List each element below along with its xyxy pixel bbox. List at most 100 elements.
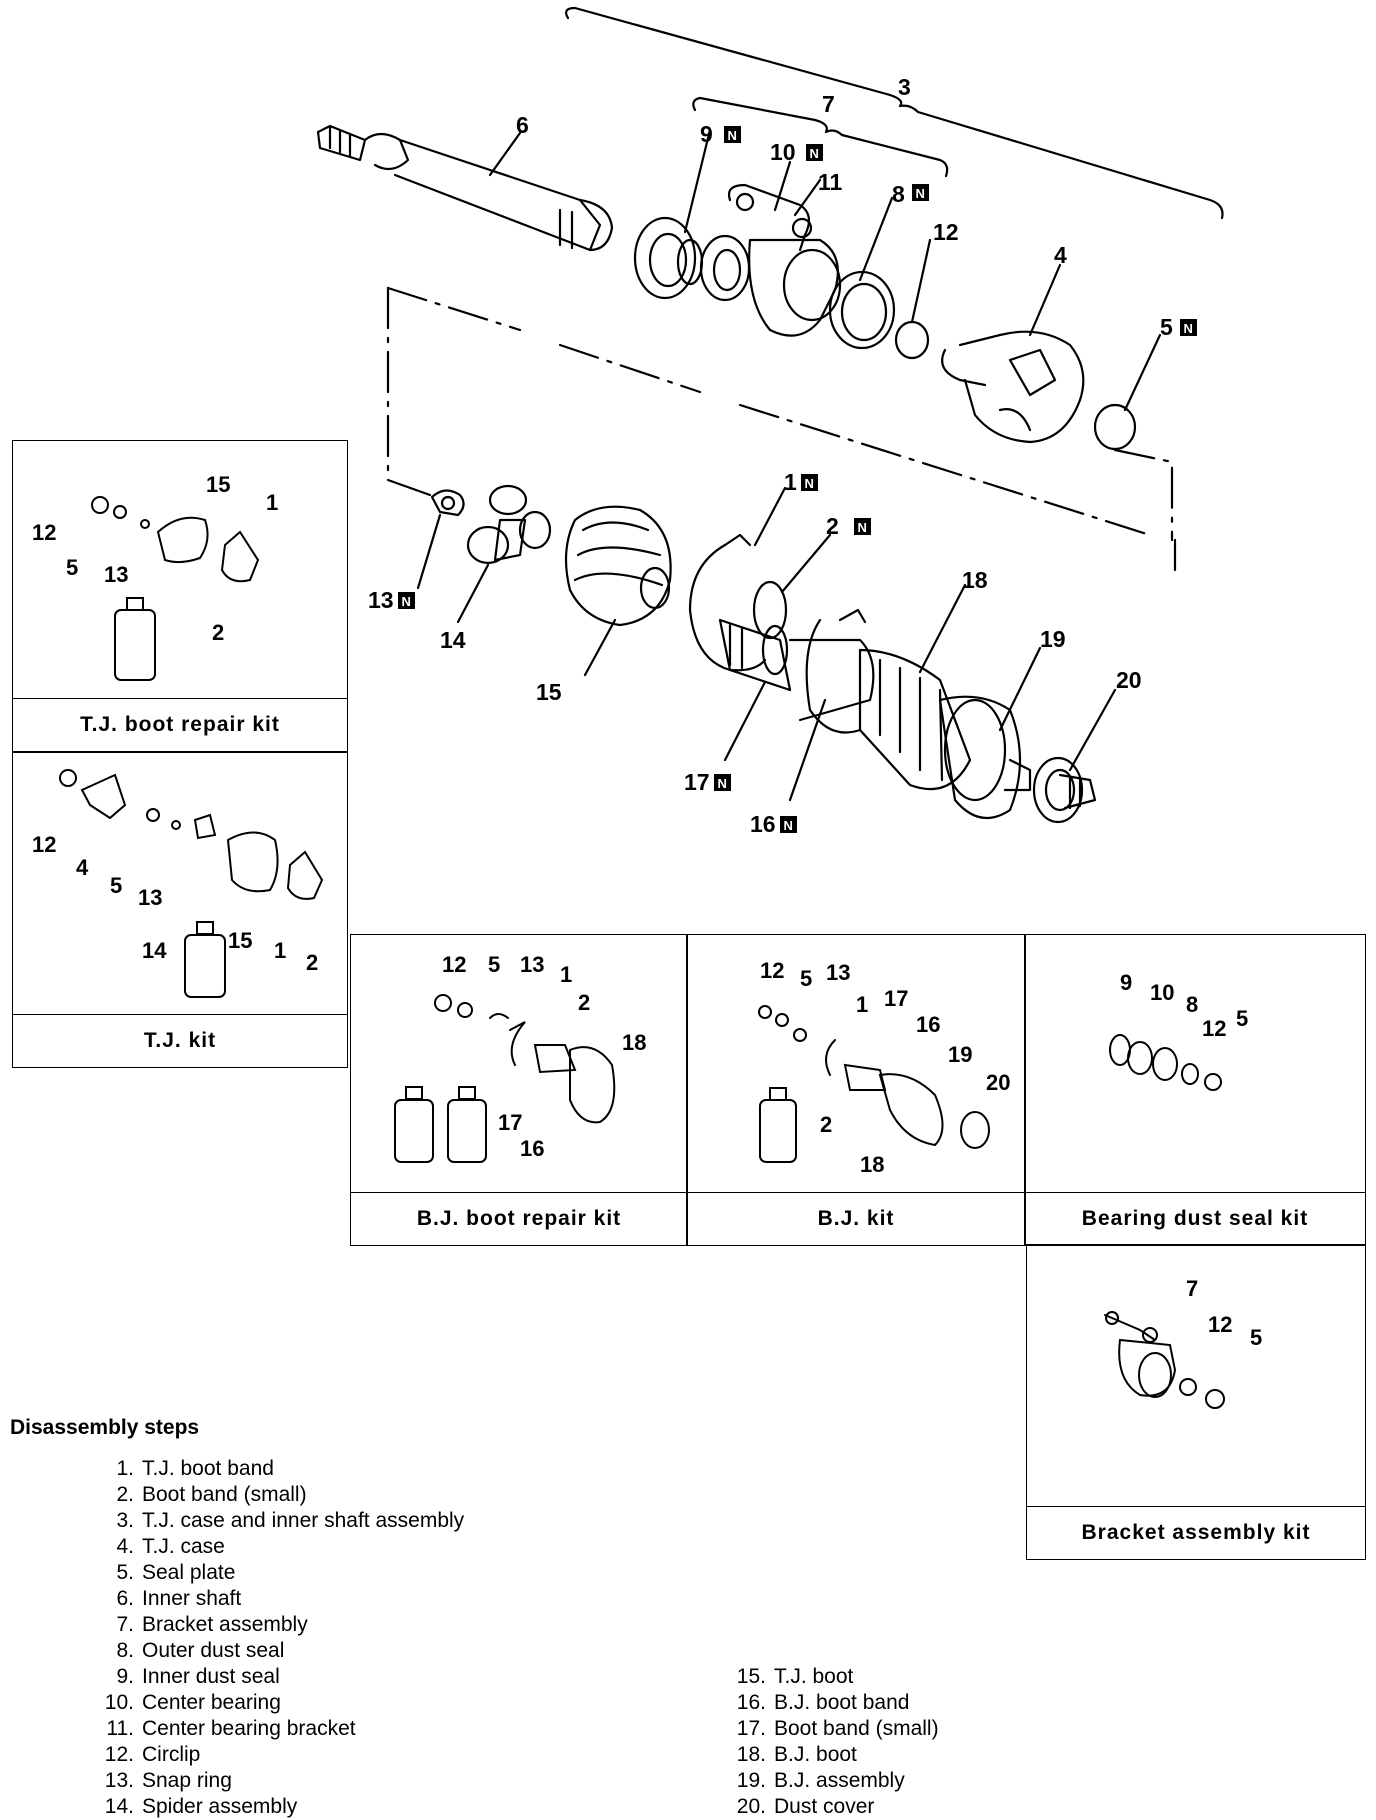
new-part-mark: N: [806, 144, 823, 161]
brace-7: [692, 96, 949, 178]
step-number: 16.: [736, 1691, 766, 1714]
svg-text:N: N: [810, 146, 819, 161]
disassembly-step: 6. Inner shaft: [90, 1586, 241, 1612]
callout-13: 13: [368, 587, 394, 613]
callout-19: 19: [1040, 626, 1066, 652]
callout-10: 10: [770, 139, 796, 165]
inner-dust-seal-9: [633, 216, 704, 300]
step-number: 11.: [106, 1717, 134, 1740]
disassembly-step: 17.Boot band (small): [722, 1716, 939, 1742]
new-part-mark: N: [912, 184, 929, 201]
center-bearing-10: [699, 234, 751, 302]
bj-boot-repair-kit-illustration: [394, 994, 616, 1163]
callout-4: 4: [1054, 242, 1067, 268]
step-number: 5.: [116, 1561, 134, 1584]
new-part-mark: N: [1180, 319, 1197, 336]
callout-8: 8: [892, 181, 905, 207]
step-text: Circlip: [142, 1743, 201, 1766]
step-number: 18.: [736, 1743, 766, 1766]
step-text: Spider assembly: [142, 1795, 298, 1818]
tj-boot-repair-kit-illustration: [91, 496, 260, 681]
new-part-mark: N: [801, 474, 818, 491]
svg-text:N: N: [402, 594, 411, 609]
disassembly-step: 12.Circlip: [90, 1742, 201, 1768]
svg-text:N: N: [805, 476, 814, 491]
step-text: T.J. boot band: [142, 1457, 274, 1480]
callout-7: 7: [822, 91, 835, 117]
step-text: B.J. boot band: [774, 1691, 910, 1714]
tj-boot-repair-kit-panel: T.J. boot repair kit: [12, 440, 348, 752]
step-text: Outer dust seal: [142, 1639, 285, 1662]
bearing-dust-seal-kit-illustration: [1109, 1034, 1222, 1091]
step-text: Inner dust seal: [142, 1665, 280, 1688]
disassembly-steps-title: Disassembly steps: [10, 1416, 200, 1439]
tj-boot-15: [564, 505, 672, 627]
step-number: 6.: [116, 1587, 134, 1610]
callout-5: 5: [1160, 314, 1173, 340]
callout-14: 14: [440, 627, 466, 653]
disassembly-step: 11. Center bearing bracket: [90, 1716, 356, 1742]
kit-caption: Bearing dust seal kit: [1025, 1192, 1365, 1245]
step-number: 4.: [116, 1535, 134, 1558]
bj-boot-repair-kit-panel: B.J. boot repair kit: [350, 934, 688, 1246]
new-part-mark: N: [714, 774, 731, 791]
svg-text:N: N: [1184, 321, 1193, 336]
disassembly-step: 16. B.J. boot band: [722, 1690, 910, 1716]
disassembly-step: 1.T.J. boot band: [90, 1456, 274, 1482]
tj-kit-illustration: [59, 769, 324, 998]
disassembly-step: 3.T.J. case and inner shaft assembly: [90, 1508, 464, 1534]
disassembly-step: 15.T.J. boot: [722, 1664, 854, 1690]
outer-dust-seal-8: [828, 270, 896, 350]
callout-1: 1: [784, 469, 797, 495]
callout-3: 3: [898, 74, 911, 100]
svg-text:N: N: [718, 776, 727, 791]
callout-18: 18: [962, 567, 988, 593]
seal-plate-5: [1093, 403, 1137, 451]
step-number: 14.: [104, 1795, 134, 1818]
step-number: 10.: [104, 1691, 134, 1714]
step-text: Boot band (small): [142, 1483, 307, 1506]
callout-15: 15: [536, 679, 562, 705]
snap-ring-13: [430, 489, 465, 517]
disassembly-step: 13.Snap ring: [90, 1768, 232, 1794]
new-part-mark: N: [724, 126, 741, 143]
callout-6: 6: [516, 112, 529, 138]
step-number: 7.: [116, 1613, 134, 1636]
step-text: Inner shaft: [142, 1587, 242, 1610]
disassembly-step: 18. B.J. boot: [722, 1742, 857, 1768]
disassembly-step: 5.Seal plate: [90, 1560, 235, 1586]
new-part-mark: N: [398, 592, 415, 609]
disassembly-step: 10. Center bearing: [90, 1690, 281, 1716]
tj-boot-band-1: [688, 533, 767, 672]
bracket-assembly-kit-illustration: [1104, 1311, 1225, 1409]
step-text: Dust cover: [774, 1795, 875, 1818]
step-text: Center bearing bracket: [142, 1717, 356, 1740]
disassembly-step: 14. Spider assembly: [90, 1794, 297, 1820]
disassembly-step: 8.Outer dust seal: [90, 1638, 284, 1664]
step-number: 20.: [736, 1795, 766, 1818]
svg-text:N: N: [784, 818, 793, 833]
disassembly-step: 20. Dust cover: [722, 1794, 875, 1820]
step-number: 19.: [736, 1769, 766, 1792]
kit-caption: T.J. boot repair kit: [13, 698, 347, 751]
bj-shaft-assembly: [718, 608, 1097, 824]
callout-12: 12: [933, 219, 959, 245]
step-text: B.J. boot: [774, 1743, 857, 1766]
brace-3: [565, 6, 1224, 220]
boot-band-2: [752, 580, 788, 640]
callout-9: 9: [700, 121, 713, 147]
step-number: 15.: [736, 1665, 766, 1688]
inner-shaft-6: [316, 124, 614, 252]
step-text: Center bearing: [142, 1691, 281, 1714]
step-text: B.J. assembly: [774, 1769, 905, 1792]
disassembly-step: 2.Boot band (small): [90, 1482, 307, 1508]
step-number: 13.: [104, 1769, 134, 1792]
bracket-assembly-kit-panel: Bracket assembly kit: [1026, 1244, 1366, 1560]
new-part-mark: N: [854, 518, 871, 535]
step-text: T.J. case and inner shaft assembly: [142, 1509, 465, 1532]
center-bearing-bracket-11: [727, 183, 842, 337]
new-part-mark: N: [780, 816, 797, 833]
step-text: T.J. case: [142, 1535, 225, 1558]
svg-text:N: N: [858, 520, 867, 535]
